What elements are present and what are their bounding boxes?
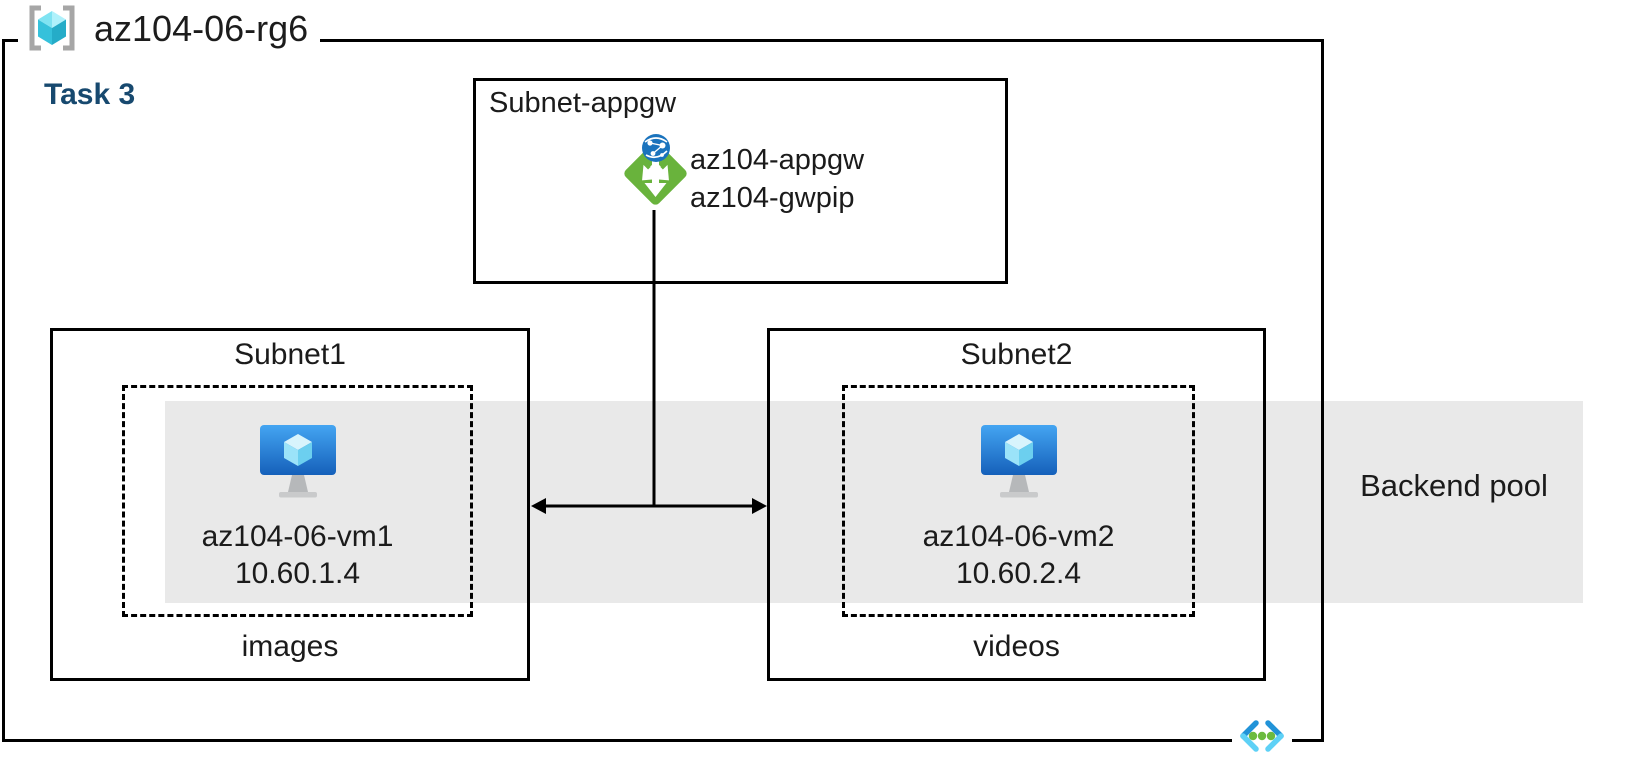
subnet-appgw-box: Subnet-appgw — [473, 78, 1008, 284]
vm1-ip: 10.60.1.4 — [234, 557, 361, 590]
vm2-name: az104-06-vm2 — [922, 520, 1115, 553]
virtual-machine-icon — [259, 425, 336, 498]
subnet1-title: Subnet1 — [234, 338, 346, 371]
vm2-ip: 10.60.2.4 — [955, 557, 1082, 590]
subnet2-title: Subnet2 — [960, 338, 1073, 371]
vm1-label: az104-06-vm1 10.60.1.4 — [125, 518, 470, 592]
resource-group-icon — [29, 5, 75, 51]
vm2-label: az104-06-vm2 10.60.2.4 — [845, 518, 1192, 592]
vm1-name: az104-06-vm1 — [201, 520, 394, 553]
gateway-public-ip-name: az104-gwpip — [690, 181, 855, 214]
subnet2-backend-dashed-box: az104-06-vm2 10.60.2.4 — [842, 385, 1195, 617]
backend-pool-band — [165, 401, 1583, 603]
virtual-machine-icon — [980, 425, 1057, 498]
subnet2-box: Subnet2 az104-06-vm2 10.60.2.4 vide — [767, 328, 1266, 681]
application-gateway-names: az104-appgw az104-gwpip — [690, 142, 864, 217]
virtual-network-icon — [1240, 720, 1284, 752]
resource-group-label: az104-06-rg6 — [18, 2, 321, 56]
resource-group-name: az104-06-rg6 — [94, 8, 309, 49]
application-gateway-icon — [624, 134, 687, 205]
subnet1-caption: images — [241, 630, 339, 663]
subnet1-backend-dashed-box: az104-06-vm1 10.60.1.4 — [122, 385, 473, 617]
application-gateway-name: az104-appgw — [690, 144, 865, 176]
subnet2-caption: videos — [973, 630, 1060, 663]
virtual-network-chip — [1232, 716, 1292, 756]
subnet1-box: Subnet1 az104-06-vm1 10.60.1.4 imag — [50, 328, 530, 681]
subnet-appgw-title: Subnet-appgw — [489, 87, 677, 119]
resource-group-box — [2, 39, 1324, 742]
backend-pool-label: Backend pool — [1360, 468, 1548, 503]
task-label: Task 3 — [44, 78, 136, 111]
